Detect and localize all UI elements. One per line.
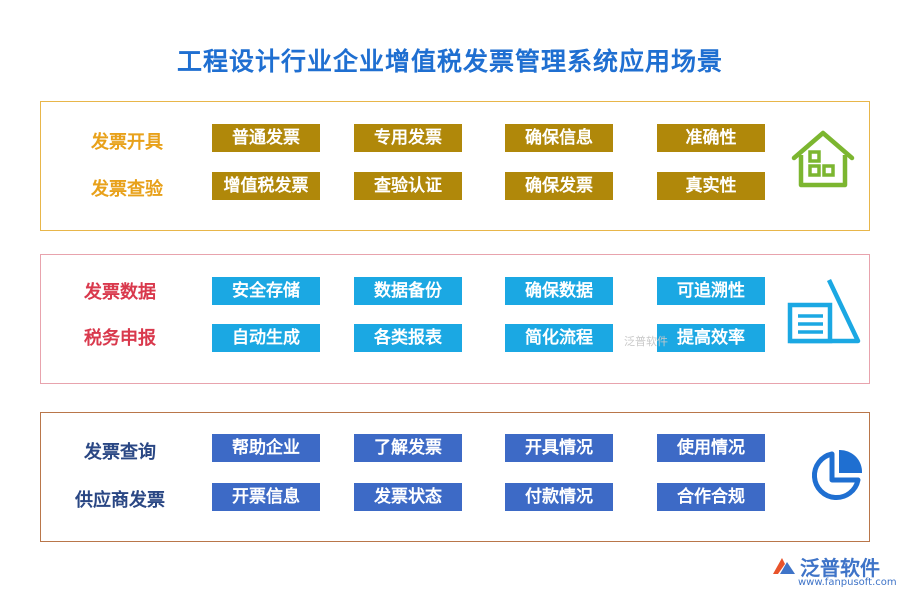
tag: 普通发票 [212, 124, 320, 152]
logo-name: 泛普软件 [800, 556, 880, 580]
house-icon [791, 130, 855, 188]
row-label: 税务申报 [84, 328, 156, 349]
watermark: 泛普软件 [624, 335, 668, 348]
row-label: 发票查验 [91, 179, 163, 200]
tag: 查验认证 [354, 172, 462, 200]
tag: 确保数据 [505, 277, 613, 305]
logo-url: www.fanpusoft.com [798, 577, 897, 588]
tag: 开具情况 [505, 434, 613, 462]
tag: 专用发票 [354, 124, 462, 152]
tag: 真实性 [657, 172, 765, 200]
tag: 使用情况 [657, 434, 765, 462]
tag: 帮助企业 [212, 434, 320, 462]
page-title: 工程设计行业企业增值税发票管理系统应用场景 [176, 47, 723, 76]
section-invoice-query [40, 412, 870, 542]
tag: 增值税发票 [212, 172, 320, 200]
section-invoice-data [40, 254, 870, 384]
tag: 付款情况 [505, 483, 613, 511]
row-label: 发票开具 [91, 132, 163, 153]
row-label: 供应商发票 [75, 490, 165, 511]
row-label: 发票数据 [84, 282, 156, 303]
section-invoice-issuance [40, 101, 870, 231]
tag: 安全存储 [212, 277, 320, 305]
tag: 准确性 [657, 124, 765, 152]
tag: 确保发票 [505, 172, 613, 200]
tag: 合作合规 [657, 483, 765, 511]
pyramid-list-icon [787, 279, 861, 344]
tag: 可追溯性 [657, 277, 765, 305]
tag: 发票状态 [354, 483, 462, 511]
logo-mark-icon [773, 558, 795, 574]
tag: 提高效率 [657, 324, 765, 352]
tag: 确保信息 [505, 124, 613, 152]
pie-chart-icon [811, 449, 863, 501]
tag: 各类报表 [354, 324, 462, 352]
tag: 开票信息 [212, 483, 320, 511]
brand-logo: 泛普软件 www.fanpusoft.com [770, 552, 897, 596]
row-label: 发票查询 [84, 442, 156, 463]
tag: 简化流程 [505, 324, 613, 352]
tag: 自动生成 [212, 324, 320, 352]
tag: 数据备份 [354, 277, 462, 305]
tag: 了解发票 [354, 434, 462, 462]
